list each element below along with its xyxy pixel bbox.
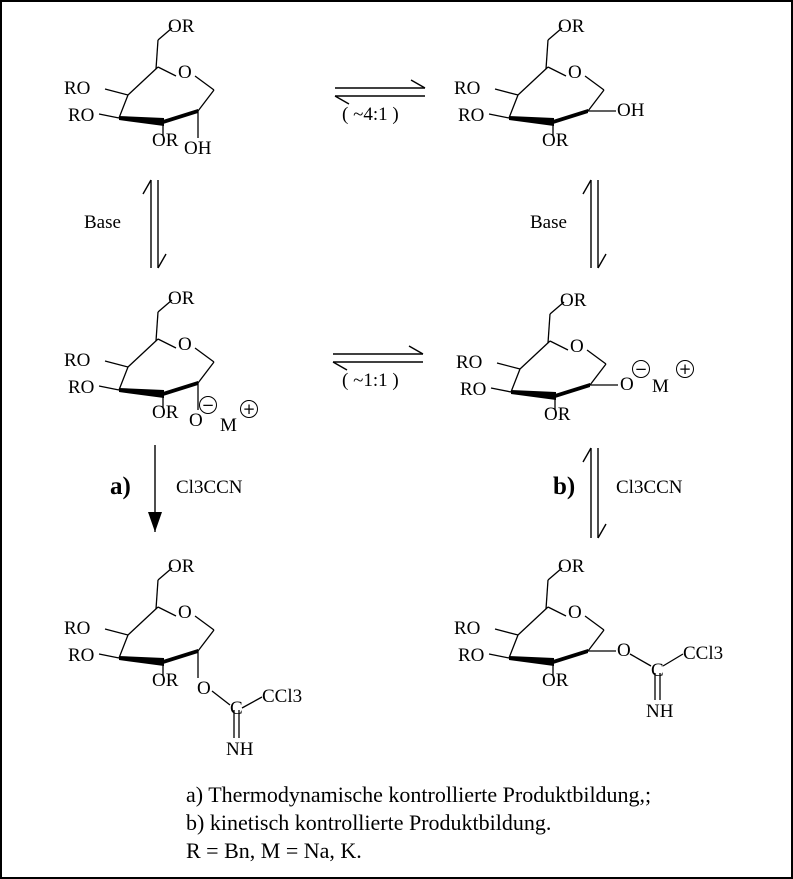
reagent-b: Cl3CCN — [616, 477, 683, 498]
mol2-ro-c4: RO — [454, 78, 481, 99]
mol4-or-c2: OR — [544, 404, 571, 425]
imidate-a-bonds — [211, 690, 263, 738]
ratio-mid: ( ~1:1 ) — [342, 370, 399, 391]
mol1-ro-c3: RO — [68, 105, 95, 126]
molecule-1-bonds — [98, 27, 215, 139]
mol4-plus-charge: + — [676, 360, 694, 378]
mol6-imidate-o: O — [617, 640, 631, 661]
equilibrium-step-b — [582, 447, 607, 539]
ratio-top: ( ~4:1 ) — [342, 104, 399, 125]
mol2-or-c6: OR — [558, 16, 585, 37]
mol2-or-c2: OR — [542, 130, 569, 151]
mol1-ring-o: O — [178, 62, 192, 83]
equilibrium-base-left — [142, 179, 167, 269]
mol2-ring-o: O — [568, 62, 582, 83]
molecule-6-bonds — [488, 567, 617, 677]
step-a-label: a) — [110, 473, 131, 500]
molecule-2-bonds — [488, 27, 617, 137]
mol3-alkoxide-o: O — [189, 410, 203, 431]
mol6-ring-o: O — [568, 602, 582, 623]
mol3-plus-charge: + — [240, 400, 258, 418]
mol3-metal: M — [220, 415, 237, 436]
mol5-ro-c3: RO — [68, 645, 95, 666]
mol4-ro-c4: RO — [456, 352, 483, 373]
arrow-step-a — [148, 445, 162, 532]
mol1-or-c6: OR — [168, 16, 195, 37]
mol6-imidate-c: C — [651, 660, 664, 681]
molecule-3-bonds — [98, 299, 215, 411]
mol4-alkoxide-o: O — [620, 374, 634, 395]
mol1-ro-c4: RO — [64, 78, 91, 99]
mol6-ccl3: CCl3 — [683, 643, 724, 664]
molecule-4-bonds — [490, 301, 619, 411]
legend-line-b: b) kinetisch kontrollierte Produktbildun… — [186, 810, 552, 835]
mol6-ro-c3: RO — [458, 645, 485, 666]
mol6-nh: NH — [646, 701, 674, 722]
legend-line-a: a) Thermodynamische kontrollierte Produk… — [186, 782, 652, 807]
mol2-oh: OH — [617, 100, 645, 121]
mol4-or-c6: OR — [560, 290, 587, 311]
mol4-ro-c3: RO — [460, 379, 487, 400]
equilibrium-top — [334, 79, 426, 105]
base-right: Base — [530, 212, 567, 233]
legend-line-r: R = Bn, M = Na, K. — [186, 838, 362, 863]
mol5-nh: NH — [226, 739, 254, 760]
step-b-label: b) — [553, 473, 576, 500]
mol3-or-c6: OR — [168, 288, 195, 309]
reagent-a: Cl3CCN — [176, 477, 243, 498]
mol6-or-c6: OR — [558, 556, 585, 577]
mol5-ring-o: O — [178, 602, 192, 623]
mol4-ring-o: O — [570, 336, 584, 357]
mol1-oh: OH — [184, 138, 212, 159]
mol1-or-c2: OR — [152, 130, 179, 151]
mol6-ro-c4: RO — [454, 618, 481, 639]
equilibrium-base-right — [582, 179, 607, 269]
mol6-or-c2: OR — [542, 670, 569, 691]
mol4-minus-charge: − — [632, 360, 650, 378]
mol4-metal: M — [652, 376, 669, 397]
mol3-or-c2: OR — [152, 402, 179, 423]
mol5-imidate-c: C — [230, 698, 243, 719]
mol3-ro-c4: RO — [64, 350, 91, 371]
molecule-5-bonds — [98, 567, 215, 679]
mol3-minus-charge: − — [199, 396, 217, 414]
mol5-ccl3: CCl3 — [262, 686, 303, 707]
mol5-ro-c4: RO — [64, 618, 91, 639]
equilibrium-mid — [332, 345, 424, 371]
base-left: Base — [84, 212, 121, 233]
mol2-ro-c3: RO — [458, 105, 485, 126]
mol3-ring-o: O — [178, 334, 192, 355]
imidate-b-bonds — [629, 653, 684, 700]
mol5-or-c2: OR — [152, 670, 179, 691]
mol5-imidate-o: O — [197, 678, 211, 699]
mol3-ro-c3: RO — [68, 377, 95, 398]
mol5-or-c6: OR — [168, 556, 195, 577]
